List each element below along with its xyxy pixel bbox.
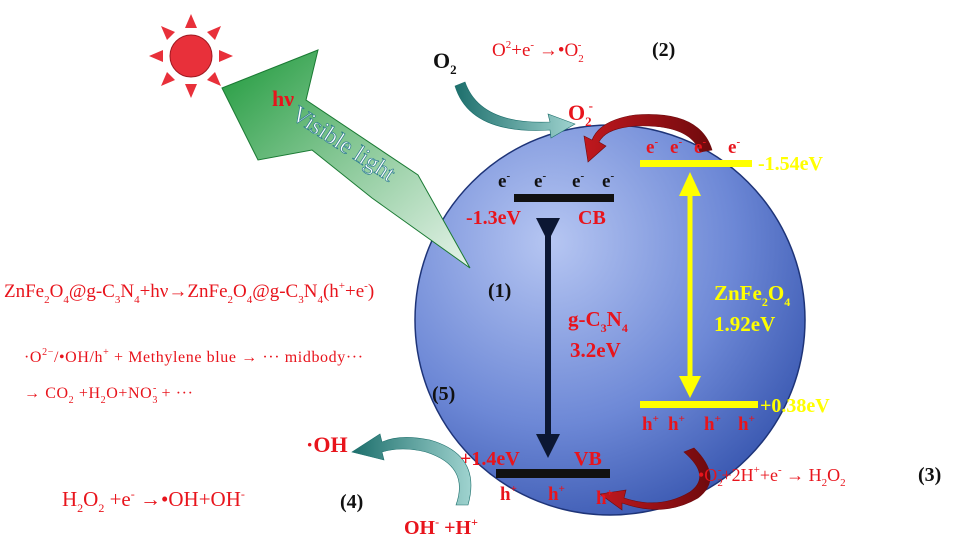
svg-text:h+: h+ xyxy=(642,413,659,435)
zfo-vb-holes: h+ h+ h+ h+ xyxy=(642,413,755,435)
svg-text:h+: h+ xyxy=(596,487,613,509)
zfo-arrow-head-top xyxy=(679,172,701,196)
reaction-5-line-1: ·O2−/•OH/h+ + Methylene blue → ··· midbo… xyxy=(24,347,364,366)
gcn-name: g-C3N4 xyxy=(568,307,628,335)
reaction-2-number: (2) xyxy=(652,39,675,61)
reaction-1-equation: ZnFe2O4@g-C3N4+hν→ZnFe2O4@g-C3N4(h++e-) xyxy=(4,280,374,306)
reaction-3-number: (3) xyxy=(918,464,941,486)
gcn-vb-label: VB xyxy=(574,448,602,470)
svg-text:e-: e- xyxy=(694,136,706,158)
reaction-5-line-2: → CO2 +H2O+NO3- + ··· xyxy=(24,383,194,406)
gcn-vb-band xyxy=(496,469,610,478)
reaction-2-equation: O2+e- →•O2- xyxy=(492,39,584,65)
gcn-vb-holes: h+ h+ h+ xyxy=(500,483,613,509)
svg-text:h+: h+ xyxy=(548,483,565,505)
svg-text:e-: e- xyxy=(670,136,682,158)
gcn-cb-band xyxy=(514,194,614,202)
gcn-cb-potential: -1.3eV xyxy=(466,207,522,229)
svg-text:e-: e- xyxy=(728,136,740,158)
svg-text:h+: h+ xyxy=(704,413,721,435)
zfo-cb-electrons: e- e- e- e- xyxy=(646,136,740,158)
sun-icon xyxy=(149,14,233,98)
o2-arrow-icon xyxy=(454,81,576,139)
gcn-cb-label: CB xyxy=(578,207,606,229)
svg-text:e-: e- xyxy=(498,170,510,192)
hv-label: hν xyxy=(272,86,294,111)
zfo-arrow-head-bottom xyxy=(679,376,701,398)
gcn-cb-electrons: e- e- e- e- xyxy=(498,170,614,192)
light-bolt-icon xyxy=(221,49,471,269)
zfo-cb-potential: -1.54eV xyxy=(758,153,824,175)
superoxide-radical: O2- xyxy=(568,98,593,129)
reaction-3-equation: •O2-+2H++e- → H2O2 xyxy=(698,464,846,489)
oh-arrow-icon xyxy=(351,433,472,506)
svg-text:e-: e- xyxy=(572,170,584,192)
gcn-vb-potential: +1.4eV xyxy=(460,448,520,470)
reaction-4-equation: H2O2 +e- →•OH+OH- xyxy=(62,487,245,515)
svg-text:e-: e- xyxy=(602,170,614,192)
o2-molecule: O2 xyxy=(433,48,457,77)
svg-text:h+: h+ xyxy=(668,413,685,435)
reaction-1-number: (1) xyxy=(488,280,511,302)
zfo-vb-potential: +0.38eV xyxy=(760,395,830,417)
zfo-bandgap: 1.92eV xyxy=(714,312,775,336)
svg-text:h+: h+ xyxy=(500,483,517,505)
hydroxyl-radical: ·OH xyxy=(306,432,348,457)
zfo-name: ZnFe2O4 xyxy=(714,281,790,309)
hole-transfer-arrow-icon xyxy=(599,447,711,511)
zfo-cb-band xyxy=(640,160,752,167)
zfo-vb-band xyxy=(640,401,758,408)
svg-text:e-: e- xyxy=(534,170,546,192)
hydroxide-ion: OH- +H+ xyxy=(404,515,478,539)
electron-transfer-arrow-icon xyxy=(583,114,713,163)
svg-text:h+: h+ xyxy=(738,413,755,435)
reaction-4-number: (4) xyxy=(340,491,363,513)
svg-text:e-: e- xyxy=(646,136,658,158)
reaction-5-number: (5) xyxy=(432,383,455,405)
gcn-bandgap: 3.2eV xyxy=(570,338,621,362)
